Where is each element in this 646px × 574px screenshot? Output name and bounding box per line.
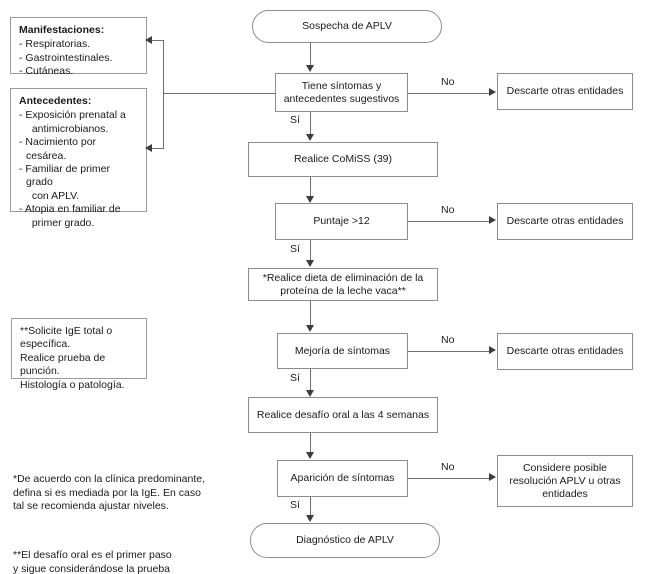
edge-label-si-3: Sí [290, 372, 300, 384]
arrow-appearance-si [306, 515, 314, 522]
antecedentes-item: - Exposición prenatal a antimicrobianos. [19, 109, 126, 135]
node-consider-resolution-label: Considere posible resolución APLV u otra… [509, 461, 621, 500]
arrow-score-si [306, 260, 314, 267]
antecedentes-heading: Antecedentes: [19, 95, 92, 107]
edge-label-no-1: No [441, 76, 455, 88]
arrow-comiss-to-score [306, 196, 314, 203]
antecedentes-item: - Familiar de primer grado con APLV. [19, 163, 111, 202]
node-comiss[interactable]: Realice CoMiSS (39) [248, 142, 438, 177]
edge-label-no-4: No [441, 461, 455, 473]
ige-note-line: Histología o patología. [20, 378, 125, 391]
node-decision-appearance-label: Aparición de síntomas [290, 472, 395, 484]
node-diet-label: *Realice dieta de eliminación de la prot… [262, 271, 424, 297]
antecedentes-item: - Atopia en familiar de primer grado. [19, 203, 121, 229]
ige-note-line: específica. [20, 338, 71, 351]
arrow-start-to-symptoms [306, 65, 314, 72]
sidenote-connector-spine [163, 40, 164, 148]
manifestaciones-item: - Cutáneas. [19, 65, 74, 78]
manifestaciones-heading: Manifestaciones: [19, 24, 105, 36]
node-discard-1[interactable]: Descarte otras entidades [497, 73, 633, 110]
sidenote-arrow-antecedentes [145, 144, 152, 152]
edge-label-si-2: Sí [290, 243, 300, 255]
node-challenge-label: Realice desafío oral a las 4 semanas [256, 408, 430, 421]
footnote-double-asterisk: **El desafío oral es el primer paso y si… [13, 549, 172, 574]
edge-appearance-no [408, 478, 490, 479]
node-start[interactable]: Sospecha de APLV [252, 10, 442, 43]
edge-symptoms-no [408, 93, 490, 94]
note-box-manifestaciones: Manifestaciones: - Respiratorias. - Gast… [10, 17, 147, 77]
sidenote-arrow-manifestaciones [145, 36, 152, 44]
ige-note-line: **Solicite IgE total o [20, 325, 113, 337]
node-discard-2-label: Descarte otras entidades [506, 215, 624, 227]
edge-improvement-si [310, 369, 311, 391]
arrow-score-no [489, 216, 496, 224]
edge-appearance-si [310, 497, 311, 516]
manifestaciones-item: - Gastrointestinales. [19, 51, 113, 64]
manifestaciones-item: - Respiratorias. [19, 38, 91, 51]
node-decision-appearance[interactable]: Aparición de síntomas [277, 460, 408, 497]
arrow-challenge-to-appearance [306, 452, 314, 459]
arrow-symptoms-no [489, 88, 496, 96]
footnote-single-asterisk: *De acuerdo con la clínica predominante,… [13, 473, 206, 513]
node-diet[interactable]: *Realice dieta de eliminación de la prot… [248, 268, 438, 301]
node-decision-symptoms-label: Tiene síntomas y antecedentes sugestivos [283, 79, 400, 105]
arrow-improvement-si [306, 390, 314, 397]
node-decision-score[interactable]: Puntaje >12 [275, 203, 408, 240]
node-decision-symptoms[interactable]: Tiene síntomas y antecedentes sugestivos [275, 73, 408, 112]
node-end-label: Diagnóstico de APLV [296, 534, 394, 546]
arrow-diet-to-improvement [306, 325, 314, 332]
ige-note-line: Realice prueba de punción. [20, 351, 109, 378]
sidenote-arrow-stem-bottom [150, 148, 164, 149]
node-discard-1-label: Descarte otras entidades [506, 85, 624, 97]
sidenote-arrow-stem-top [150, 40, 164, 41]
node-decision-improvement-label: Mejoría de síntomas [294, 344, 391, 357]
node-discard-3[interactable]: Descarte otras entidades [497, 333, 633, 370]
edge-symptoms-si [310, 112, 311, 135]
edge-comiss-to-score [310, 177, 311, 197]
edge-improvement-no [408, 351, 490, 352]
edge-label-no-2: No [441, 204, 455, 216]
arrow-symptoms-si [306, 134, 314, 141]
edge-label-si-4: Sí [290, 499, 300, 511]
edge-label-no-3: No [441, 334, 455, 346]
edge-challenge-to-appearance [310, 433, 311, 453]
node-end[interactable]: Diagnóstico de APLV [250, 523, 440, 558]
node-decision-improvement[interactable]: Mejoría de síntomas [277, 333, 408, 369]
edge-diet-to-improvement [310, 301, 311, 326]
edge-label-si-1: Sí [290, 114, 300, 126]
note-box-antecedentes: Antecedentes: - Exposición prenatal a an… [10, 88, 147, 229]
edge-score-si [310, 240, 311, 261]
edge-score-no [408, 221, 490, 222]
arrow-appearance-no [489, 473, 496, 481]
note-box-ige: **Solicite IgE total o específica. Reali… [11, 318, 147, 391]
node-discard-2[interactable]: Descarte otras entidades [497, 203, 633, 240]
sidenote-connector-horizontal [163, 93, 276, 94]
node-start-label: Sospecha de APLV [302, 20, 392, 32]
node-decision-score-label: Puntaje >12 [313, 215, 370, 227]
footnotes-block: *De acuerdo con la clínica predominante,… [13, 446, 228, 574]
arrow-improvement-no [489, 346, 496, 354]
node-challenge[interactable]: Realice desafío oral a las 4 semanas [248, 397, 438, 433]
node-comiss-label: Realice CoMiSS (39) [293, 153, 393, 165]
node-consider-resolution[interactable]: Considere posible resolución APLV u otra… [497, 455, 633, 507]
antecedentes-item: - Nacimiento por cesárea. [19, 136, 99, 162]
node-discard-3-label: Descarte otras entidades [506, 345, 624, 357]
edge-start-to-symptoms [310, 43, 311, 66]
